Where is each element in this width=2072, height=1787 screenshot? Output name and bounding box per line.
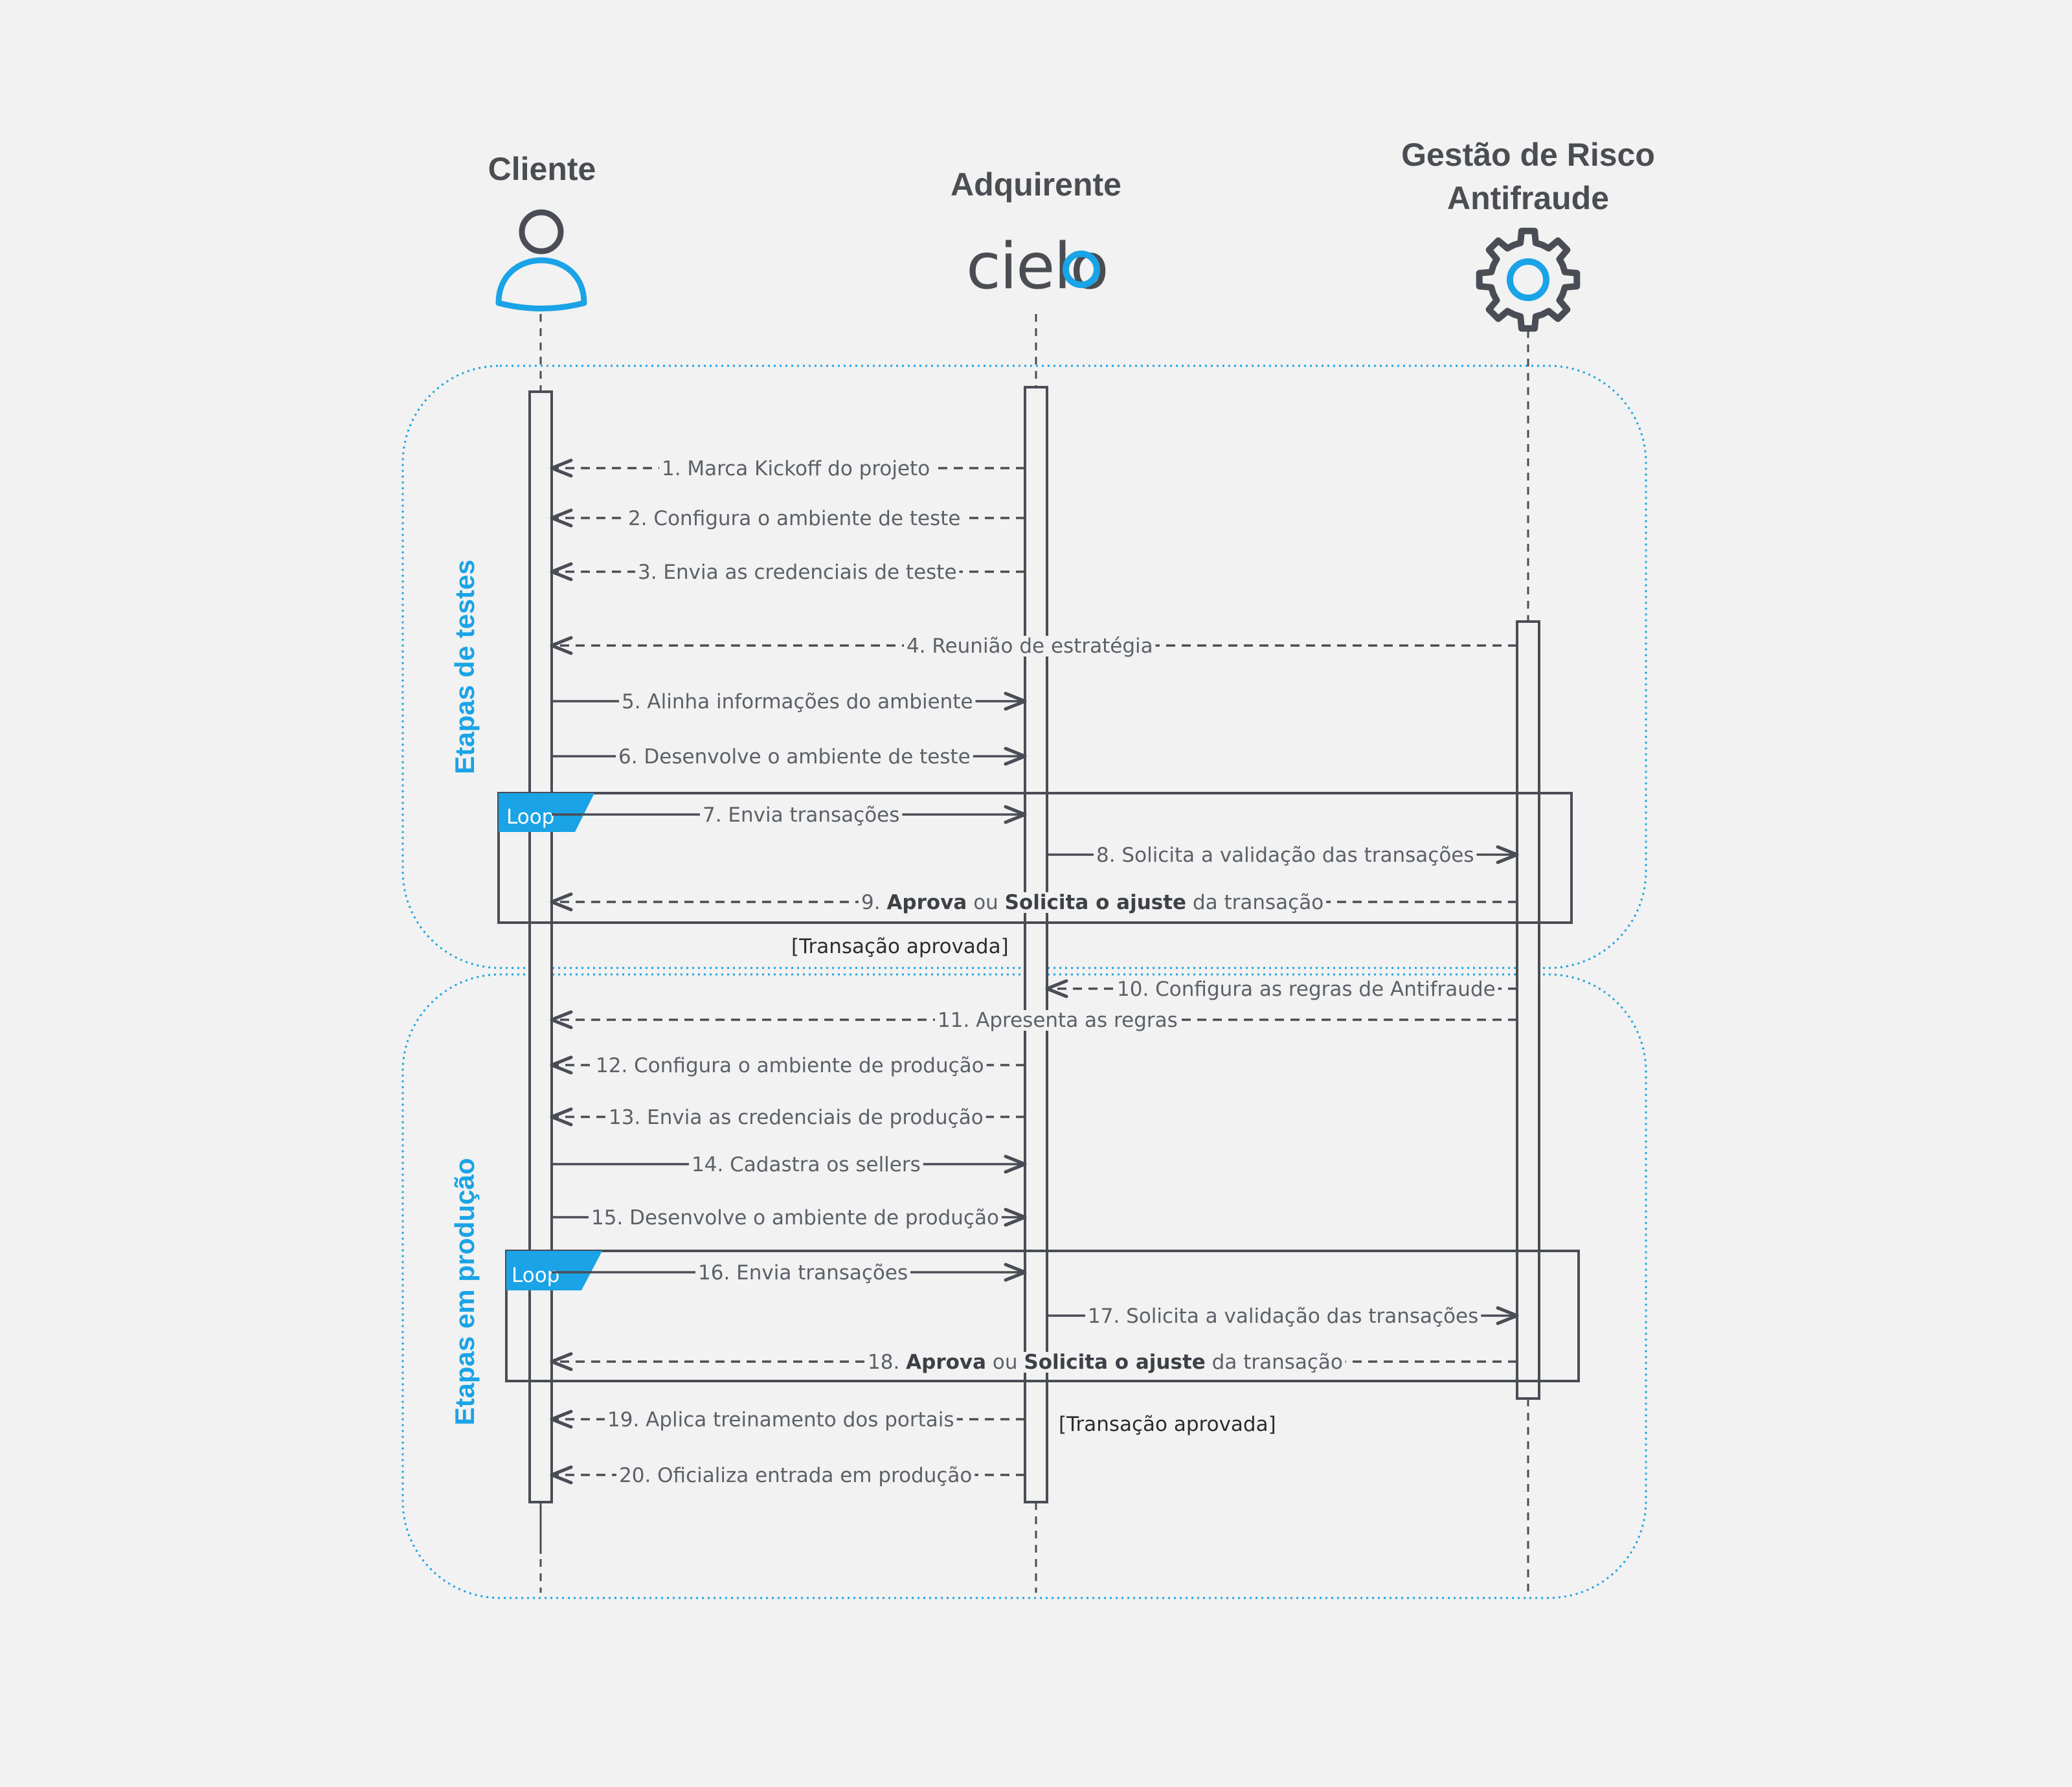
message-label-bg-13	[606, 1107, 986, 1128]
message-label-13: 13. Envia as credenciais de produção	[609, 1106, 984, 1129]
message-18: 18. Aprova ou Solicita o ajuste da trans…	[550, 1351, 1517, 1374]
message-1: 1. Marca Kickoff do projeto	[550, 457, 1025, 480]
message-3: 3. Envia as credenciais de teste	[550, 561, 1025, 584]
message-16: 16. Envia transações	[552, 1261, 1027, 1285]
activation-client	[528, 390, 553, 1503]
message-label-bg-15	[589, 1208, 1002, 1228]
phase-frame-tests	[401, 365, 1647, 969]
message-label-bg-20	[616, 1465, 975, 1486]
message-label-17: 17. Solicita a validação das transações	[1088, 1305, 1478, 1328]
message-label-3: 3. Envia as credenciais de teste	[638, 561, 957, 584]
message-label-bg-2	[625, 508, 963, 529]
message-label-bg-3	[635, 562, 960, 583]
message-label-bg-16	[695, 1263, 911, 1283]
message-8: 8. Solicita a validação das transações	[1047, 844, 1519, 867]
message-label-bg-12	[593, 1055, 987, 1076]
message-label-bg-19	[605, 1410, 957, 1430]
message-label-bg-6	[616, 747, 973, 767]
message-label-11: 11. Apresenta as regras	[938, 1009, 1178, 1032]
message-4: 4. Reunião de estratégia	[550, 635, 1517, 658]
message-6: 6. Desenvolve o ambiente de teste	[552, 745, 1027, 769]
message-5: 5. Alinha informações do ambiente	[552, 690, 1027, 714]
message-2: 2. Configura o ambiente de teste	[550, 507, 1025, 530]
message-label-5: 5. Alinha informações do ambiente	[622, 690, 973, 714]
message-label-bg-14	[689, 1154, 923, 1175]
message-label-2: 2. Configura o ambiente de teste	[628, 507, 960, 530]
message-label-bg-8	[1094, 845, 1477, 866]
actor-title-risk-line1: Gestão de Risco	[1401, 137, 1655, 173]
message-label-12: 12. Configura o ambiente de produção	[596, 1054, 984, 1077]
loop-label-tests: Loop	[506, 805, 554, 829]
message-19: 19. Aplica treinamento dos portais	[550, 1408, 1025, 1432]
message-label-16: 16. Envia transações	[698, 1261, 908, 1285]
message-label-18: 18. Aprova ou Solicita o ajuste da trans…	[868, 1351, 1343, 1374]
message-label-bg-9	[859, 892, 1327, 913]
message-12: 12. Configura o ambiente de produção	[550, 1054, 1025, 1077]
message-9: 9. Aprova ou Solicita o ajuste da transa…	[550, 891, 1517, 914]
message-label-bg-17	[1085, 1306, 1481, 1327]
actor-title-acquirer: Adquirente	[951, 166, 1121, 203]
cielo-logo-text: cielo	[966, 230, 1108, 304]
message-label-10: 10. Configura as regras de Antifraude	[1117, 978, 1496, 1001]
gear-icon	[1476, 227, 1581, 332]
message-17: 17. Solicita a validação das transações	[1047, 1305, 1519, 1328]
message-label-bg-10	[1114, 979, 1498, 1000]
message-10: 10. Configura as regras de Antifraude	[1045, 978, 1517, 1001]
cielo-logo-accent-dot	[1063, 251, 1100, 288]
message-label-7: 7. Envia transações	[703, 804, 899, 827]
user-icon	[495, 209, 587, 311]
loop-label-production: Loop	[512, 1264, 559, 1287]
activation-risk	[1516, 620, 1540, 1400]
phase-label-production: Etapas em produção	[449, 1158, 480, 1425]
message-label-bg-4	[904, 636, 1156, 657]
messages: 1. Marca Kickoff do projeto 2. Configura …	[550, 457, 1519, 1487]
message-label-19: 19. Aplica treinamento dos portais	[607, 1408, 954, 1432]
message-label-20: 20. Oficializa entrada em produção	[619, 1464, 972, 1487]
loop-frame-production: Loop	[505, 1250, 1580, 1382]
message-label-6: 6. Desenvolve o ambiente de teste	[618, 745, 971, 769]
actor-title-client: Cliente	[488, 151, 596, 187]
phase-label-tests: Etapas de testes	[449, 559, 480, 774]
message-7: 7. Envia transações	[552, 804, 1027, 827]
message-label-8: 8. Solicita a validação das transações	[1096, 844, 1474, 867]
loop-frame-tests: Loop	[497, 792, 1573, 924]
message-label-bg-1	[659, 458, 933, 479]
message-label-bg-18	[865, 1352, 1346, 1373]
message-label-9: 9. Aprova ou Solicita o ajuste da transa…	[861, 891, 1323, 914]
message-label-15: 15. Desenvolve o ambiente de produção	[591, 1206, 999, 1230]
message-11: 11. Apresenta as regras	[550, 1009, 1517, 1032]
message-label-bg-7	[700, 805, 903, 826]
message-label-4: 4. Reunião de estratégia	[906, 635, 1153, 658]
message-label-1: 1. Marca Kickoff do projeto	[662, 457, 930, 480]
message-20: 20. Oficializa entrada em produção	[550, 1464, 1025, 1487]
message-label-bg-5	[619, 691, 976, 712]
guard-tests: [Transação aprovada]	[791, 935, 1009, 958]
cielo-logo: cielo	[966, 230, 1109, 304]
message-label-bg-11	[935, 1010, 1180, 1031]
message-14: 14. Cadastra os sellers	[552, 1153, 1027, 1176]
message-15: 15. Desenvolve o ambiente de produção	[552, 1206, 1027, 1230]
guard-production: [Transação aprovada]	[1059, 1413, 1276, 1436]
activation-acquirer	[1024, 386, 1048, 1503]
message-label-14: 14. Cadastra os sellers	[692, 1153, 921, 1176]
message-13: 13. Envia as credenciais de produção	[550, 1106, 1025, 1129]
actor-title-risk-line2: Antifraude	[1447, 180, 1609, 216]
